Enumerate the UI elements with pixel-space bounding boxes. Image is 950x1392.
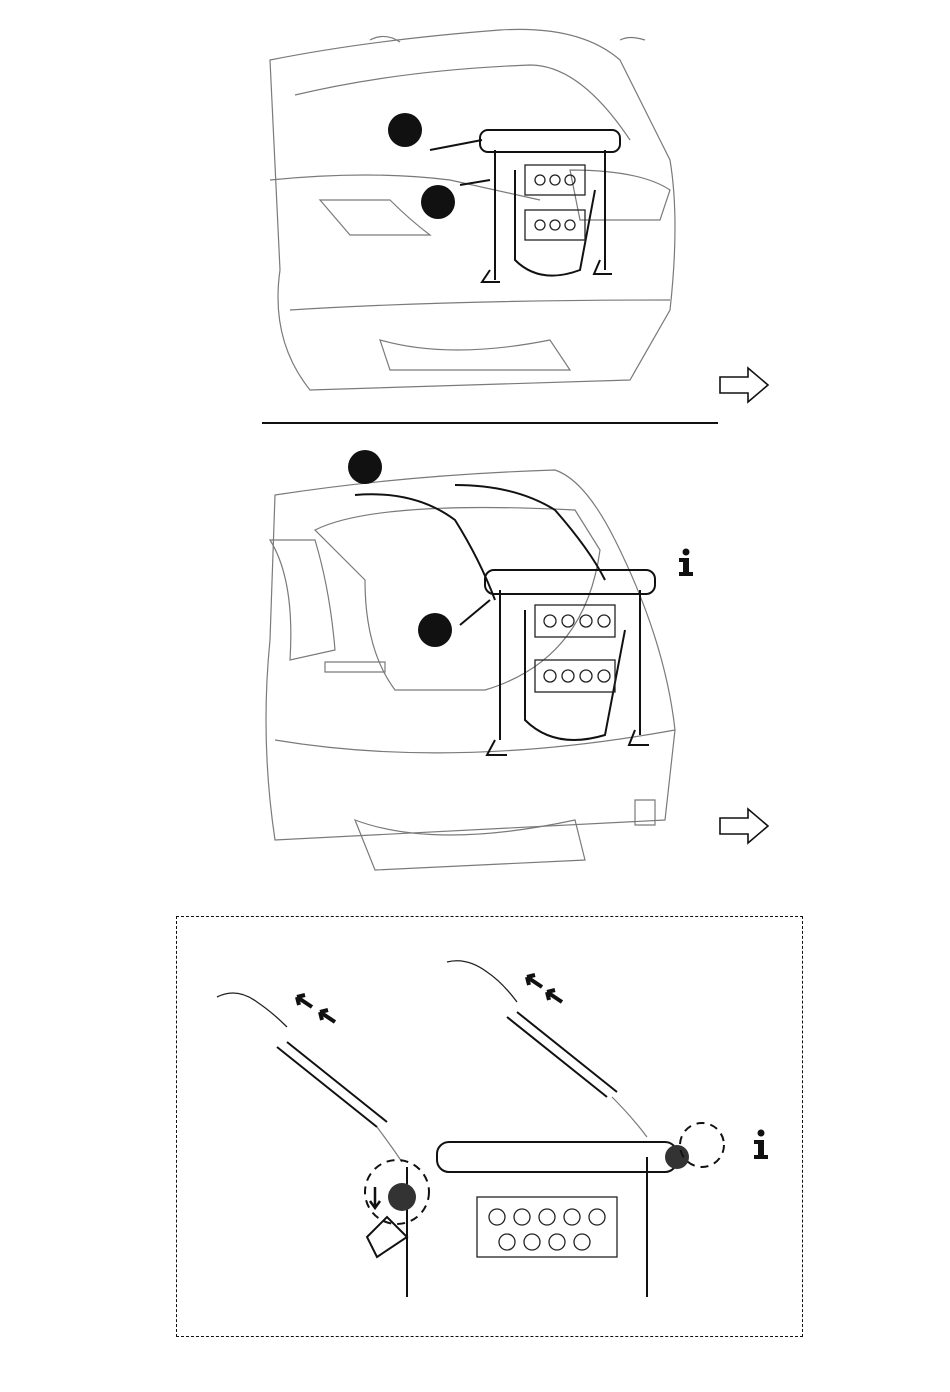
next-step-arrow-icon	[718, 366, 770, 404]
detail-box	[176, 916, 803, 1337]
step-marker-4	[418, 613, 452, 647]
info-icon	[751, 1129, 771, 1159]
step-marker-2	[421, 185, 455, 219]
panel-sedan-illustration	[250, 20, 780, 420]
panel-suv-illustration	[255, 440, 695, 885]
left-knob	[388, 1183, 416, 1211]
panel-divider	[262, 422, 718, 424]
step-marker-3	[348, 450, 382, 484]
next-step-arrow-icon	[718, 807, 770, 845]
info-icon	[676, 548, 696, 576]
right-knob	[665, 1145, 689, 1169]
step-marker-1	[388, 113, 422, 147]
